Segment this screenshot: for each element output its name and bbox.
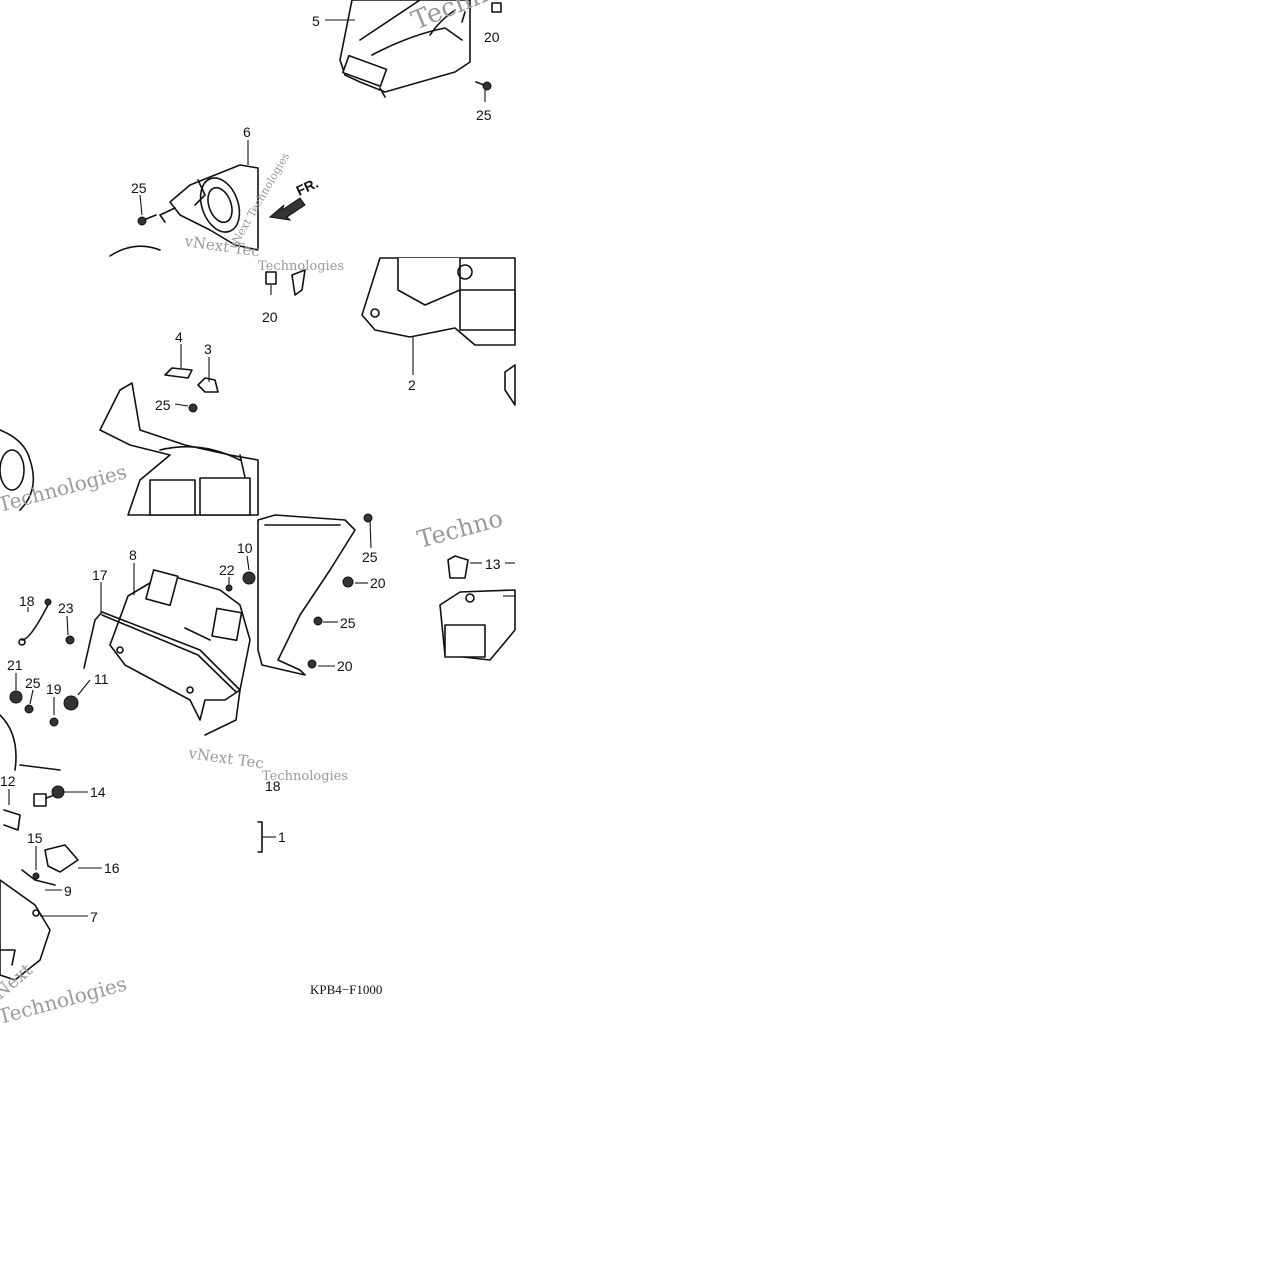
part-6-cover	[159, 164, 259, 251]
part-17-gasket	[83, 611, 241, 736]
screw-25-top	[475, 81, 492, 91]
callout-labels: 5 20 25 6 25 20 4 3 25 2 8 10 22 25 20 1…	[0, 13, 501, 925]
callout-15: 15	[27, 830, 43, 846]
bracket-20	[265, 269, 306, 296]
part-7-cover	[0, 879, 51, 981]
part-8-rear-panel	[109, 569, 251, 721]
callout-4: 4	[175, 329, 183, 345]
inner-cover-upper	[99, 382, 259, 516]
callout-25: 25	[25, 675, 41, 691]
curve-fragment	[109, 245, 161, 257]
callout-20: 20	[262, 309, 278, 325]
part-3-clip	[197, 377, 219, 393]
callout-18: 18	[265, 778, 281, 794]
callout-2: 2	[408, 377, 416, 393]
callout-3: 3	[204, 341, 212, 357]
callout-25: 25	[340, 615, 356, 631]
callout-20: 20	[337, 658, 353, 674]
left-lower-fragment	[0, 714, 61, 771]
part-15-9-spring	[21, 869, 56, 886]
callout-21: 21	[7, 657, 23, 673]
side-module	[439, 589, 516, 661]
watermark-text: vNext Tec	[186, 744, 265, 773]
screw-25-mid	[137, 214, 157, 226]
callout-19: 19	[46, 681, 62, 697]
callout-14: 14	[90, 784, 106, 800]
callout-25: 25	[476, 107, 492, 123]
callout-9: 9	[64, 883, 72, 899]
leader-lines	[8, 19, 515, 917]
callout-10: 10	[237, 540, 253, 556]
part-5-cover	[339, 0, 471, 98]
watermark-text: Technologies	[262, 769, 348, 784]
callout-5: 5	[312, 13, 320, 29]
front-direction-label: FR.	[294, 175, 321, 199]
callout-25: 25	[131, 180, 147, 196]
left-edge-part	[0, 429, 35, 511]
callout-17: 17	[92, 567, 108, 583]
callout-1: 1	[278, 829, 286, 845]
callout-25: 25	[362, 549, 378, 565]
bracket-1	[257, 821, 263, 853]
screw-25-left	[188, 403, 198, 413]
front-arrow	[268, 197, 306, 221]
callout-25: 25	[155, 397, 171, 413]
callout-20: 20	[484, 29, 500, 45]
callout-6: 6	[243, 124, 251, 140]
callout-18: 18	[19, 593, 35, 609]
part-cover-right-lower	[257, 514, 356, 676]
callout-8: 8	[129, 547, 137, 563]
hardware-small	[9, 513, 373, 727]
part-14-lock	[33, 785, 65, 807]
part-4-clip	[164, 367, 193, 379]
diagram-code: KPB4−F1000	[310, 982, 382, 997]
callout-7: 7	[90, 909, 98, 925]
part-13-clip	[447, 555, 469, 579]
nut-20-top	[461, 2, 502, 23]
part-2-cover	[361, 257, 516, 406]
callout-23: 23	[58, 600, 74, 616]
part-16-bracket	[44, 844, 79, 873]
part-12-hook	[3, 809, 21, 831]
callout-16: 16	[104, 860, 120, 876]
callout-22: 22	[219, 562, 235, 578]
callout-13: 13	[485, 556, 501, 572]
watermark-text: Technologies	[258, 259, 344, 274]
callout-11: 11	[94, 671, 109, 687]
watermark-text: Technologies	[0, 459, 129, 516]
watermark-text: Techno	[414, 504, 505, 554]
callout-12: 12	[0, 773, 16, 789]
callout-20: 20	[370, 575, 386, 591]
